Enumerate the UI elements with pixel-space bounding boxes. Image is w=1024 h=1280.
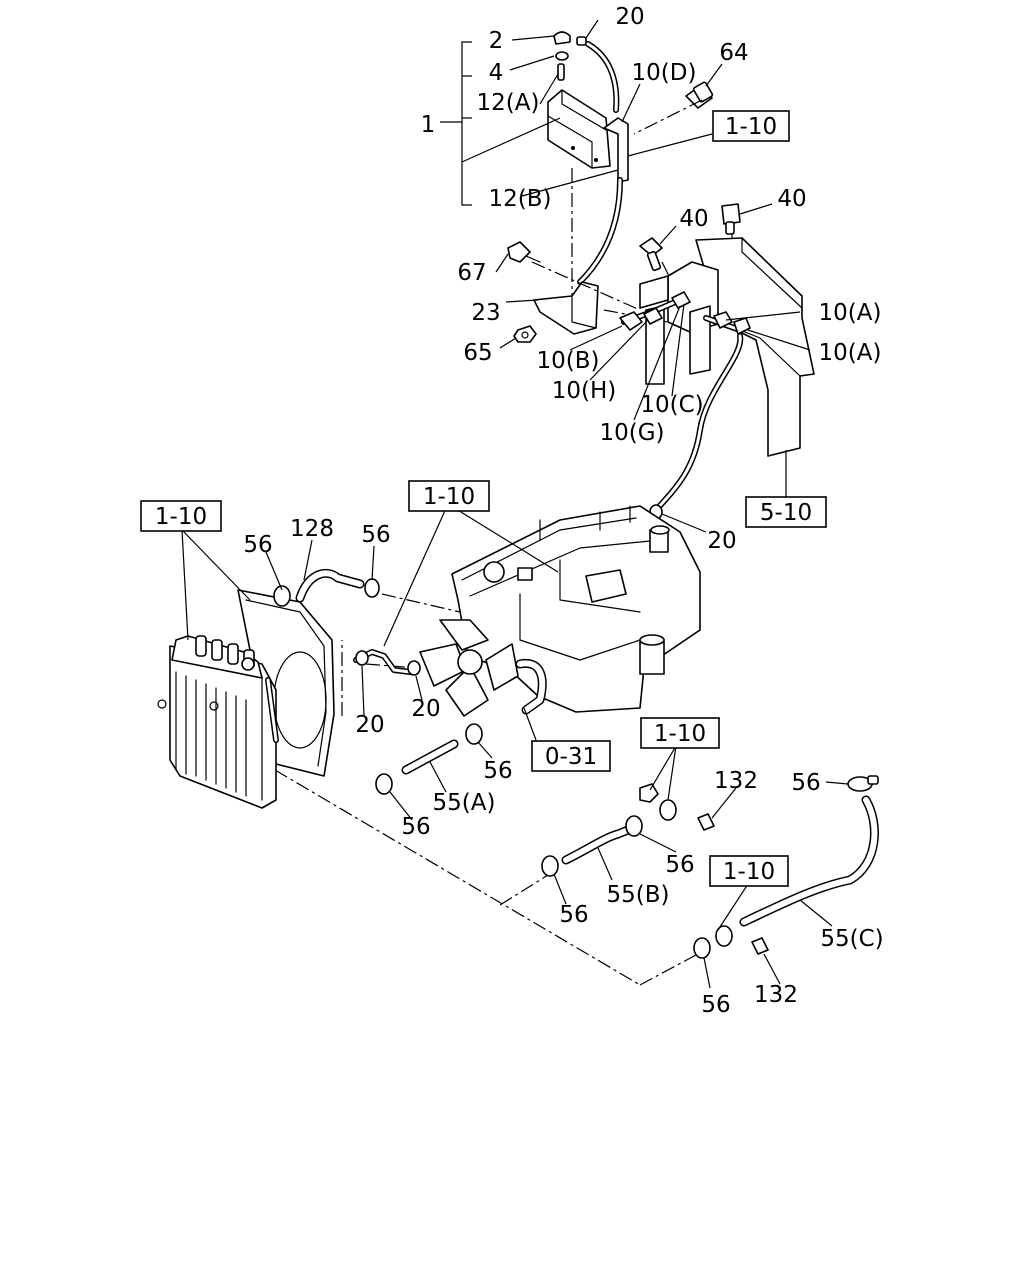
callout-20-lower-left: 20 bbox=[355, 712, 384, 738]
reference-boxes: 1-10 1-10 1-10 5-10 0-31 1-10 1-10 bbox=[140, 110, 827, 887]
heater-pipe-group bbox=[619, 203, 815, 520]
callout-56-lower-left: 56 bbox=[401, 814, 430, 840]
callout-12b: 12(B) bbox=[489, 186, 552, 212]
callout-10b: 10(B) bbox=[537, 348, 600, 374]
callout-128: 128 bbox=[290, 516, 334, 542]
ref-5-10: 5-10 bbox=[760, 500, 812, 526]
ref-1-10-bottom-b: 1-10 bbox=[723, 859, 775, 885]
callout-56-55b: 56 bbox=[665, 852, 694, 878]
ref-1-10-left: 1-10 bbox=[155, 504, 207, 530]
callout-23: 23 bbox=[471, 300, 500, 326]
ref-1-10-bottom-a: 1-10 bbox=[654, 721, 706, 747]
callout-55b: 55(B) bbox=[607, 882, 670, 908]
callout-10h: 10(H) bbox=[552, 378, 617, 404]
radiator-assembly bbox=[157, 589, 335, 809]
callout-56-lower-mid: 56 bbox=[559, 902, 588, 928]
callout-56-upper-left: 56 bbox=[243, 532, 272, 558]
ref-1-10-top: 1-10 bbox=[725, 114, 777, 140]
callout-40-right: 40 bbox=[777, 186, 806, 212]
callout-64: 64 bbox=[719, 40, 748, 66]
callout-10a-lower: 10(A) bbox=[819, 340, 882, 366]
callout-132-lower: 132 bbox=[754, 982, 798, 1008]
coolant-hoses bbox=[295, 569, 879, 927]
callout-56-bottom: 56 bbox=[701, 992, 730, 1018]
callout-4: 4 bbox=[489, 60, 504, 86]
callout-20-top: 20 bbox=[615, 4, 644, 30]
engine-block bbox=[419, 505, 701, 717]
callout-67: 67 bbox=[457, 260, 486, 286]
callout-55a: 55(A) bbox=[433, 790, 496, 816]
ref-1-10-mid: 1-10 bbox=[423, 484, 475, 510]
hose-clamps bbox=[273, 578, 879, 959]
reservoir-bracket-group bbox=[440, 31, 714, 343]
callout-labels: 1 2 4 12(A) 12(B) 20 10(D) 64 40 40 67 2… bbox=[243, 4, 883, 1018]
callout-55c: 55(C) bbox=[820, 926, 883, 952]
callout-2: 2 bbox=[489, 28, 504, 54]
callout-40-left: 40 bbox=[679, 206, 708, 232]
ref-0-31: 0-31 bbox=[545, 744, 597, 770]
callout-56-right: 56 bbox=[791, 770, 820, 796]
callout-10a-upper: 10(A) bbox=[819, 300, 882, 326]
callout-1: 1 bbox=[421, 112, 436, 138]
callout-20-right: 20 bbox=[707, 528, 736, 554]
callout-65: 65 bbox=[463, 340, 492, 366]
callout-12a: 12(A) bbox=[477, 90, 540, 116]
callout-10c: 10(C) bbox=[640, 392, 703, 418]
callout-10g: 10(G) bbox=[599, 420, 664, 446]
leader-lines bbox=[181, 19, 849, 989]
callout-10d: 10(D) bbox=[632, 60, 697, 86]
callout-56-upper-right: 56 bbox=[361, 522, 390, 548]
callout-132-upper: 132 bbox=[714, 768, 758, 794]
callout-56-mid: 56 bbox=[483, 758, 512, 784]
callout-20-lower-mid: 20 bbox=[411, 696, 440, 722]
